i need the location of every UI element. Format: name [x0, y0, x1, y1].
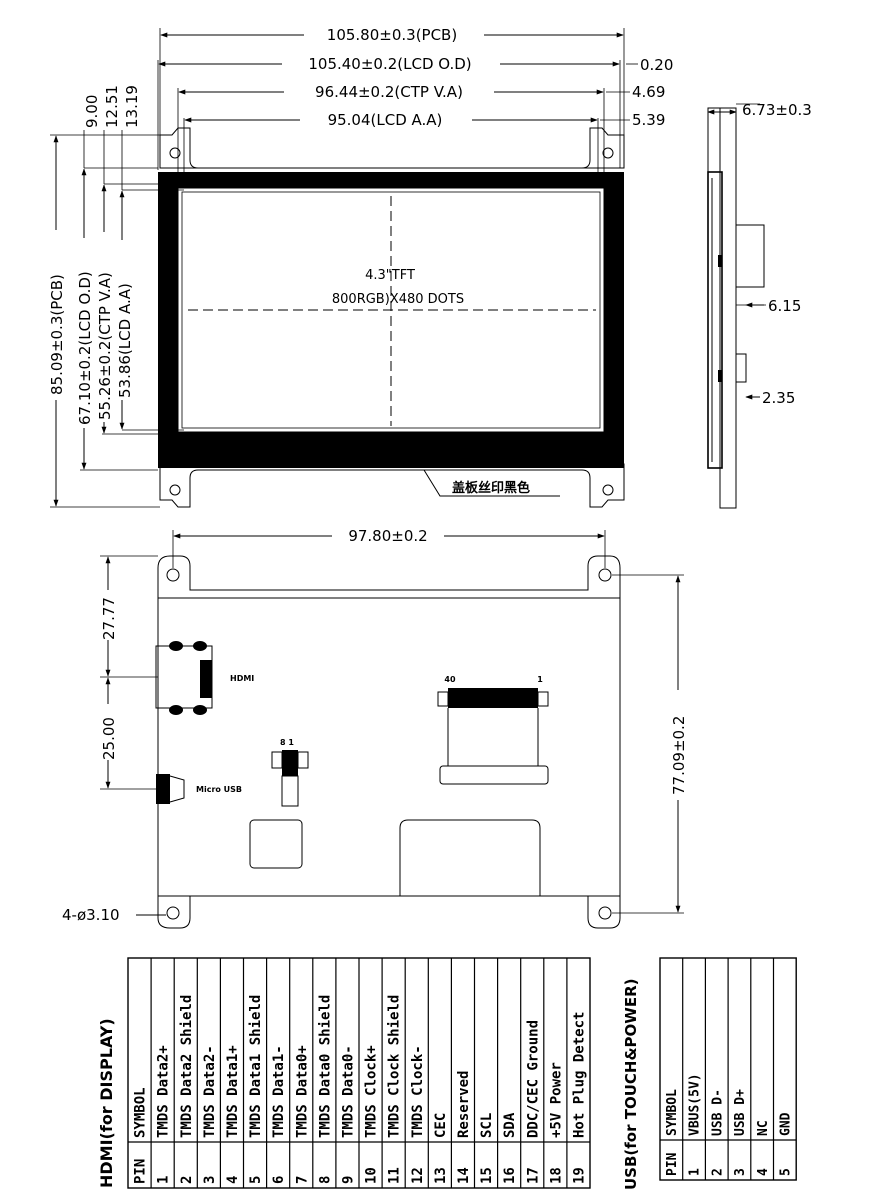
lcd-od-height-dim: 67.10±0.2(LCD O.D): [76, 271, 94, 425]
ctp-va-width-dim: 96.44±0.2(CTP V.A): [315, 83, 463, 101]
table-pin-number: 5: [779, 1168, 794, 1176]
front-view: 4.3"TFT 800RGB)X480 DOTS 105.80±0.3(PCB)…: [46, 24, 673, 508]
screen-size-label: 4.3"TFT: [365, 268, 415, 283]
hole-vertical-dim: 77.09±0.2: [670, 716, 688, 795]
table-pin-symbol: Hot Plug Detect: [571, 1012, 587, 1138]
fpc-connector: 40 1: [437, 675, 549, 785]
table-pin-symbol: TMDS Data1-: [271, 1045, 287, 1138]
table-pin-symbol: TMDS Data2+: [156, 1045, 172, 1138]
table-pin-number: 3: [733, 1168, 748, 1176]
table-pin-number: 10: [364, 1167, 380, 1184]
side-dim-2-35: 2.35: [762, 389, 795, 407]
offset-12-51-dim: 12.51: [103, 85, 121, 128]
offset-13-19-dim: 13.19: [123, 85, 141, 128]
table-pin-number: 13: [433, 1167, 449, 1184]
table-pin-symbol: TMDS Data2-: [202, 1045, 218, 1138]
table-pin-symbol: CEC: [433, 1113, 449, 1138]
silkscreen-note: 盖板丝印黑色: [452, 480, 530, 496]
table-pin-number: 6: [271, 1176, 287, 1184]
table-pin-symbol: NC: [756, 1120, 771, 1136]
table-pin-symbol: TMDS Data1+: [225, 1045, 241, 1138]
table-header-symbol: SYMBOL: [665, 1089, 680, 1136]
table-pin-number: 4: [756, 1168, 771, 1176]
table-pin-symbol: TMDS Clock Shield: [387, 995, 403, 1138]
table-pin-number: 14: [456, 1167, 472, 1184]
table-pin-number: 2: [710, 1168, 725, 1176]
table-pin-symbol: TMDS Data0+: [294, 1045, 310, 1138]
table-pin-number: 12: [410, 1167, 426, 1184]
back-view: HDMI Micro USB 8 1 40 1: [62, 525, 688, 929]
table-pin-number: 7: [294, 1176, 310, 1184]
table-pin-symbol: +5V Power: [548, 1062, 564, 1138]
table-header-symbol: SYMBOL: [133, 1087, 149, 1138]
table-pin-number: 18: [548, 1167, 564, 1184]
lcd-aa-height-dim: 53.86(LCD A.A): [116, 283, 134, 398]
table-pin-number: 11: [387, 1167, 403, 1184]
switch-pin-label: 8 1: [280, 738, 294, 747]
fpc-pin40-label: 40: [444, 675, 456, 684]
hdmi-label: HDMI: [230, 674, 254, 683]
lcd-aa-width-dim: 95.04(LCD A.A): [328, 111, 443, 129]
module-thickness-dim: 6.73±0.3: [742, 101, 812, 119]
hdmi-connector: HDMI: [155, 641, 254, 715]
side-view: 6.73±0.3 6.15 2.35: [707, 101, 812, 509]
mounting-holes-dim: 4-ø3.10: [62, 906, 120, 924]
usb-table-title: USB(for TOUCH&POWER): [622, 979, 640, 1190]
table-pin-symbol: TMDS Data1 Shield: [248, 995, 264, 1138]
table-pin-symbol: SCL: [479, 1113, 495, 1138]
lcd-od-width-dim: 105.40±0.2(LCD O.D): [308, 55, 471, 73]
table-pin-symbol: TMDS Clock-: [410, 1045, 426, 1138]
table-pin-number: 8: [317, 1176, 333, 1184]
table-pin-number: 17: [525, 1167, 541, 1184]
table-pin-number: 1: [688, 1168, 703, 1176]
micro-usb-connector: Micro USB: [156, 774, 242, 804]
table-header-pin: PIN: [133, 1159, 149, 1184]
table-pin-number: 3: [202, 1176, 218, 1184]
resolution-label: 800RGB)X480 DOTS: [332, 292, 464, 307]
hdmi-pin-table: PIN SYMBOL 1 TMDS Data2+ 2 TMDS Data2 Shield 3…: [127, 957, 591, 1189]
usb-pin-table: PIN SYMBOL 1 VBUS(5V) 2 USB D- 3 USB D+ 4 NC 5 GND: [659, 957, 797, 1181]
pcb-width-dim: 105.80±0.3(PCB): [327, 26, 457, 44]
table-pin-symbol: SDA: [502, 1112, 518, 1138]
micro-usb-label: Micro USB: [196, 785, 242, 794]
table-pin-number: 9: [340, 1176, 356, 1184]
table-pin-symbol: TMDS Data0-: [340, 1045, 356, 1138]
table-pin-symbol: TMDS Data0 Shield: [317, 995, 333, 1138]
hdmi-offset-dim: 27.77: [100, 597, 118, 640]
table-pin-symbol: VBUS(5V): [688, 1073, 703, 1136]
table-pin-symbol: DDC/CEC Ground: [525, 1020, 541, 1138]
table-pin-number: 15: [479, 1167, 495, 1184]
offset-4-69-dim: 4.69: [632, 83, 665, 101]
table-pin-symbol: USB D+: [733, 1089, 748, 1136]
offset-0-20-dim: 0.20: [640, 56, 673, 74]
side-dim-6-15: 6.15: [768, 297, 801, 315]
table-pin-number: 16: [502, 1167, 518, 1184]
table-pin-symbol: TMDS Clock+: [364, 1045, 380, 1138]
dip-switch: 8 1: [271, 738, 309, 807]
table-pin-symbol: USB D-: [710, 1089, 725, 1136]
table-pin-symbol: Reserved: [456, 1071, 472, 1138]
table-pin-number: 4: [225, 1176, 241, 1184]
table-pin-number: 19: [571, 1167, 587, 1184]
hdmi-table-title: HDMI(for DISPLAY): [97, 1018, 116, 1188]
hole-span-dim: 97.80±0.2: [348, 527, 427, 545]
offset-9-00-dim: 9.00: [83, 95, 101, 128]
table-pin-symbol: TMDS Data2 Shield: [179, 995, 195, 1138]
ctp-va-height-dim: 55.26±0.2(CTP V.A): [96, 272, 114, 420]
usb-offset-dim: 25.00: [100, 717, 118, 760]
table-pin-symbol: GND: [779, 1112, 794, 1136]
table-header-pin: PIN: [665, 1152, 680, 1176]
offset-5-39-dim: 5.39: [632, 111, 665, 129]
table-pin-number: 1: [156, 1176, 172, 1184]
table-pin-number: 5: [248, 1176, 264, 1184]
pcb-height-dim: 85.09±0.3(PCB): [48, 274, 66, 395]
table-pin-number: 2: [179, 1176, 195, 1184]
fpc-pin1-label: 1: [537, 675, 543, 684]
